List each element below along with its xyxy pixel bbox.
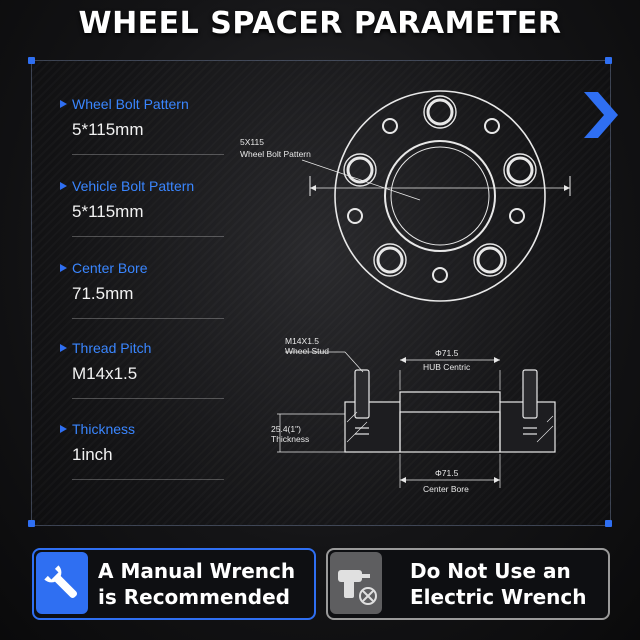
manual-wrench-text: A Manual Wrench is Recommended (98, 558, 295, 610)
param-value: 5*115mm (72, 120, 144, 139)
no-drill-icon-box (330, 552, 382, 614)
divider (72, 318, 224, 319)
param-value: 71.5mm (72, 284, 134, 303)
triangle-bullet-icon (60, 264, 67, 272)
divider (72, 479, 224, 480)
triangle-bullet-icon (60, 182, 67, 190)
wrench-icon-box (36, 552, 88, 614)
side-view-diagram: M14X1.5 Wheel Stud Φ71.5 HUB Centric 25.… (271, 336, 556, 494)
param-value: M14x1.5 (72, 364, 138, 383)
hub-dimension: Φ71.5 (435, 348, 459, 358)
triangle-bullet-icon (60, 425, 67, 433)
bore-dimension: Center Bore (423, 484, 469, 494)
center-bore-circle (384, 140, 496, 252)
frame-corner (28, 57, 35, 64)
banner-line: is Recommended (98, 585, 290, 609)
param-value: 5*115mm (72, 202, 144, 221)
frame-corner (605, 520, 612, 527)
bore-dimension: Φ71.5 (435, 468, 459, 478)
wrench-icon (44, 565, 78, 599)
thickness-dimension: Thickness (271, 434, 309, 444)
triangle-bullet-icon (60, 100, 67, 108)
param-label: Vehicle Bolt Pattern (72, 178, 195, 194)
no-drill-icon (338, 570, 377, 605)
stud-callout: M14X1.5 (285, 336, 319, 346)
divider (72, 236, 224, 237)
bolt-pattern-callout: 5X115 (240, 137, 264, 147)
chevron-right-icon (584, 92, 618, 138)
banner-line: A Manual Wrench (98, 559, 296, 583)
banner-line: Electric Wrench (410, 585, 587, 609)
bolt-pattern-callout: Wheel Bolt Pattern (240, 149, 311, 159)
divider (72, 154, 224, 155)
top-view-diagram: 5X115 Wheel Bolt Pattern (240, 90, 571, 302)
spacer-outline (334, 90, 546, 302)
param-label: Wheel Bolt Pattern (72, 96, 189, 112)
param-label: Thickness (72, 421, 136, 437)
divider (72, 398, 224, 399)
stud-callout: Wheel Stud (285, 346, 329, 356)
hub-dimension: HUB Centric (423, 362, 471, 372)
banner-line: Do Not Use an (410, 559, 571, 583)
triangle-bullet-icon (60, 344, 67, 352)
param-label: Thread Pitch (72, 340, 152, 356)
page-title: WHEEL SPACER PARAMETER (78, 6, 562, 41)
param-label: Center Bore (72, 260, 148, 276)
manual-wrench-banner: A Manual Wrench is Recommended (32, 548, 316, 620)
thickness-dimension: 25.4(1") (271, 424, 301, 434)
frame-corner (605, 57, 612, 64)
electric-wrench-banner: Do Not Use an Electric Wrench (326, 548, 610, 620)
electric-wrench-text: Do Not Use an Electric Wrench (410, 558, 587, 610)
frame-corner (28, 520, 35, 527)
param-value: 1inch (72, 445, 113, 464)
